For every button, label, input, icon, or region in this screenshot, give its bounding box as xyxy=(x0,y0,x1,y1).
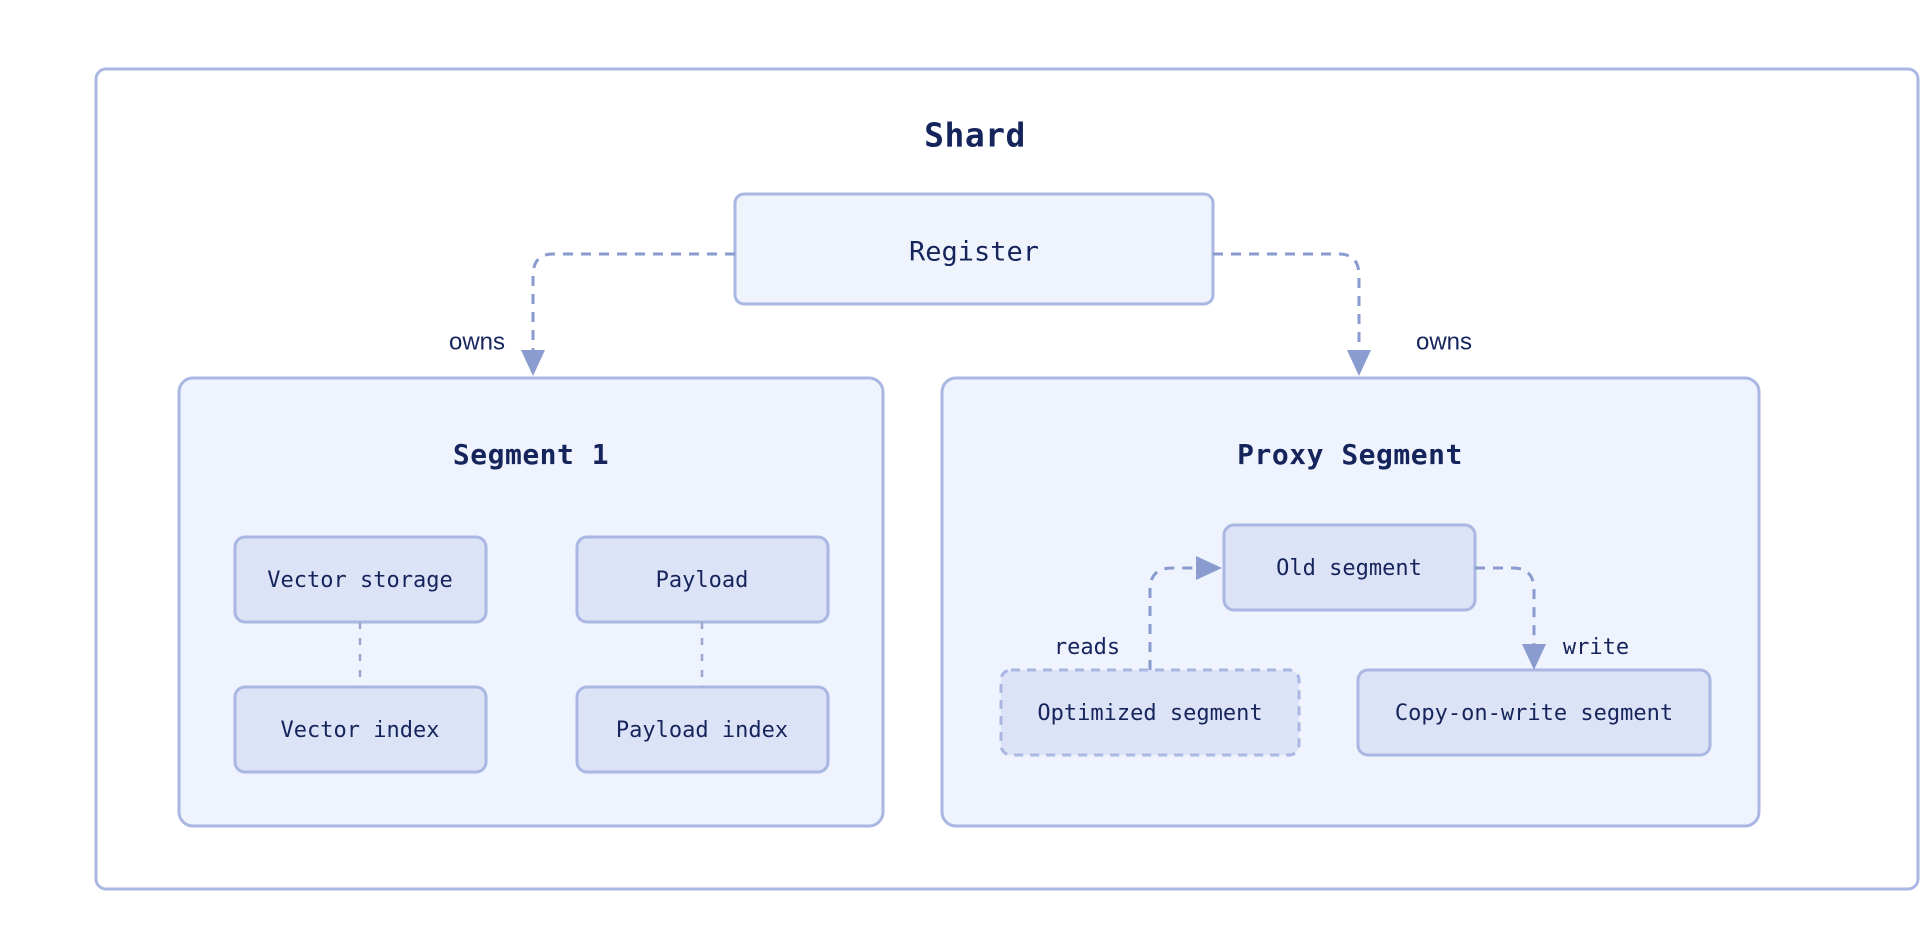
node-optimized-segment-label: Optimized segment xyxy=(1037,701,1262,726)
arrowhead-register-owns-proxy xyxy=(1347,350,1371,376)
node-vector-storage-label: Vector storage xyxy=(267,568,452,593)
node-register-label: Register xyxy=(909,237,1039,268)
group-proxy-segment-title: Proxy Segment xyxy=(1237,438,1463,471)
edge-label-old-write-cow: write xyxy=(1563,635,1629,660)
node-optimized-segment[interactable] xyxy=(999,668,1301,757)
page-title: Shard xyxy=(924,116,1026,155)
node-payload-label: Payload xyxy=(656,568,749,593)
group-segment-1-title: Segment 1 xyxy=(453,438,609,471)
edge-optimized-reads-old xyxy=(1148,566,1198,670)
edge-label-register-owns-segment1: owns xyxy=(449,328,505,355)
arrowhead-optimized-reads-old xyxy=(1196,556,1222,580)
node-copy-on-write-segment-label: Copy-on-write segment xyxy=(1395,701,1673,726)
edge-register-owns-proxy xyxy=(1213,252,1361,352)
node-old-segment-label: Old segment xyxy=(1276,556,1422,581)
edge-register-owns-segment1 xyxy=(531,252,735,352)
edge-label-optimized-reads-old: reads xyxy=(1054,635,1120,660)
node-vector-index-label: Vector index xyxy=(281,718,440,743)
edge-old-write-cow xyxy=(1475,566,1536,646)
node-payload-index-label: Payload index xyxy=(616,718,788,743)
edge-label-register-owns-proxy: owns xyxy=(1416,328,1472,355)
node-register[interactable] xyxy=(733,192,1215,306)
arrowhead-register-owns-segment1 xyxy=(521,350,545,376)
arrowhead-old-write-cow xyxy=(1522,644,1546,670)
